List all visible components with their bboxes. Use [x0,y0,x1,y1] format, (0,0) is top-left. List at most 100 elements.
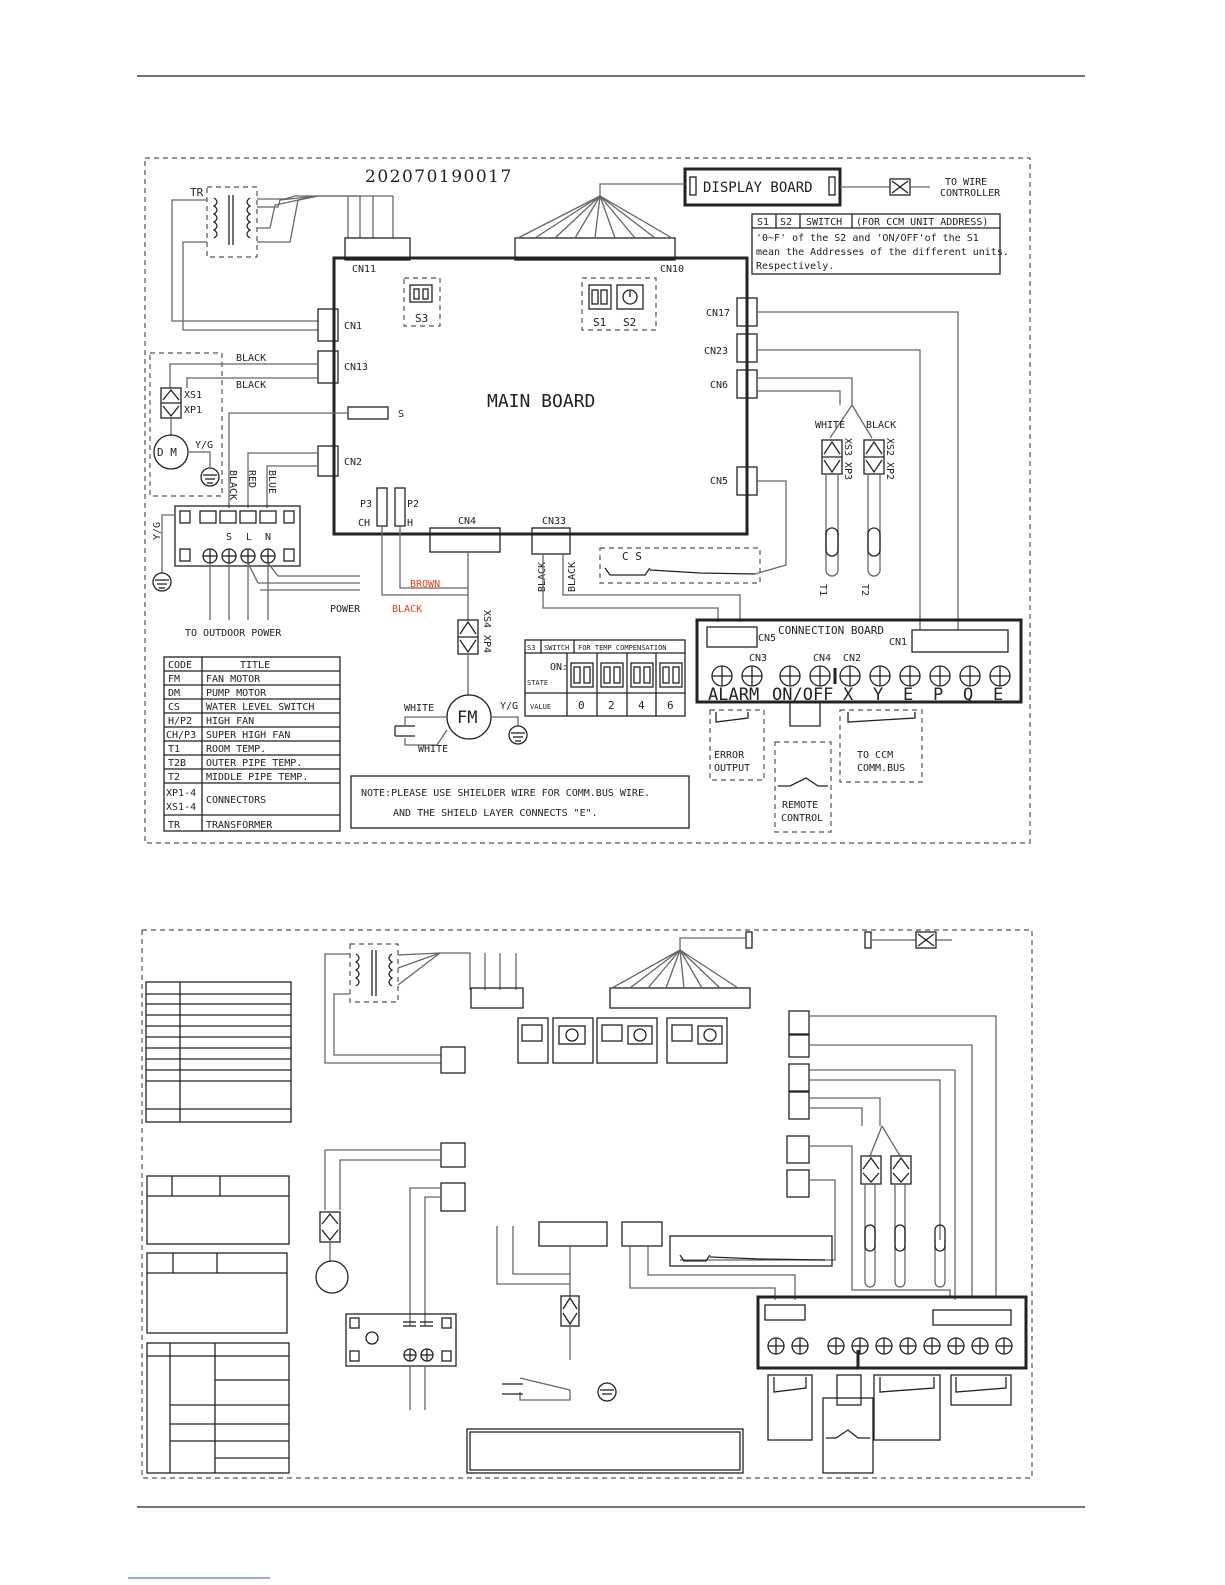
wire-brown: BROWN [410,579,440,590]
outdoor-power-wires [209,562,360,620]
lower-transformer [349,943,399,1003]
note-line-2: AND THE SHIELD LAYER CONNECTS "E". [393,808,598,819]
lower-motor-connector [319,1211,341,1243]
cn2-connector [317,445,339,477]
legend-code-t1: T1 [168,744,180,755]
tr-label: TR [190,186,204,199]
cn10-label: CN10 [660,264,684,275]
to-wire-controller-2: CONTROLLER [940,188,1001,199]
xs3-label: XS3 [842,438,853,456]
legend-code-chp3: CH/P3 [166,730,196,741]
lower-power-terminal-block [345,1313,457,1367]
legend-code-dm: DM [168,688,180,699]
lower-connector-xs-icon [915,931,937,949]
lower-note-box [466,1428,744,1474]
cb-cn4-label: CN4 [813,653,831,664]
cb-terminal-y: Y [873,685,883,705]
display-board: DISPLAY BOARD [683,167,842,207]
legend-title-chp3: SUPER HIGH FAN [206,730,290,741]
switch-table-switch: SWITCH [806,217,842,228]
t2-label: T2 [859,584,870,596]
lower-diagram-border [141,929,1033,1479]
cb-terminal-alarm: ALARM [708,685,759,705]
lower-cn10-connector [609,987,751,1009]
xp1-label: XP1 [184,405,202,416]
note-line-1: NOTE:PLEASE USE SHIELDER WIRE FOR COMM.B… [361,788,650,799]
legend-code-xp: XP1-4 [166,788,196,799]
cn5-label: CN5 [710,476,728,487]
xp3-label: XP3 [842,462,853,480]
lower-sensor-connector-2 [890,1155,912,1185]
water-level-switch-group [599,547,761,584]
cs-label: C S [622,550,642,563]
legend-table [163,656,341,832]
s1-label: S1 [593,316,606,329]
to-ccm-1: TO CCM [857,750,893,761]
lower-cn6b-connector [788,1091,810,1120]
terminal-l: L [246,532,252,543]
switch-table-line-3: Respectively. [756,261,834,272]
doc-code: 202070190017 [365,167,513,187]
lower-switch-group [517,1017,728,1064]
legend-code-hp2: H/P2 [168,716,192,727]
s-label: S [398,409,404,420]
fm-label: FM [457,708,477,728]
lower-display-connector [745,931,753,949]
terminal-n: N [265,532,271,543]
lower-water-level-switch [669,1235,833,1267]
switch-table-line-1: '0~F' of the S2 and 'ON/OFF'of the S1 [756,233,979,244]
ch-label: CH [358,518,370,529]
remote-control-group [774,741,832,833]
connector-xs-icon [889,178,911,196]
wire-white-2: WHITE [418,744,448,755]
xs4-label: XS4 [481,610,492,628]
legend-title-t2: MIDDLE PIPE TEMP. [206,772,308,783]
cb-cn1-label: CN1 [889,637,907,648]
cb-cn1-connector [911,629,1009,653]
temp-compensation-table: S3 SWITCH FOR TEMP COMPENSATION ON: STAT… [524,639,686,717]
connection-board-label: CONNECTION BOARD [778,624,884,637]
t1-thermistor [825,527,839,557]
temp-comp-on: ON: [550,662,568,673]
h-label: H [407,518,413,529]
lower-pump-motor [315,1260,349,1294]
cn33-wire-black-2: BLACK [567,562,578,592]
legend-title-t2b: OUTER PIPE TEMP. [206,758,302,769]
temp-comp-purpose: FOR TEMP COMPENSATION [578,644,667,652]
xp4-label: XP4 [481,635,492,653]
lower-output-boxes [767,1374,1012,1474]
cn23-label: CN23 [704,346,728,357]
note-box [350,775,690,829]
p3-connector [376,487,388,527]
legend-title-hp2: HIGH FAN [206,716,254,727]
temp-comp-switch: SWITCH [544,644,569,652]
legend-title-t1: ROOM TEMP. [206,744,266,755]
cb-terminal-e2: E [993,685,1003,705]
main-board [332,256,749,536]
s2-label: S2 [623,316,636,329]
yg-label-dm: Y/G [195,440,213,451]
cn13-connector [317,350,339,384]
remote-control-1: REMOTE [782,800,818,811]
connection-board-terminals [711,665,1011,687]
lower-cn13-connector [440,1142,466,1168]
cn6-label: CN6 [710,380,728,391]
lower-cn5b-connector [786,1169,810,1198]
cn2-label: CN2 [344,457,362,468]
wire-black-sensor: BLACK [866,420,896,431]
lower-cn17-connector [788,1010,810,1035]
s3-label: S3 [415,312,428,325]
cn10-ribbon-wires [517,183,685,239]
switch-address-table: S1 S2 SWITCH (FOR CCM UNIT ADDRESS) '0~F… [751,213,1009,275]
to-wire-controller-1: TO WIRE [945,177,987,188]
xs4-xp4-connector-icon [457,619,479,655]
lower-legend-table [145,981,292,1123]
error-output-2: OUTPUT [714,763,750,774]
lower-cn4-connector [538,1221,608,1247]
lower-cn5-connector [786,1135,810,1164]
cn13-label: CN13 [344,362,368,373]
cn1-label: CN1 [344,321,362,332]
wire-tr-cn1 [171,199,318,322]
cb-cn2-label: CN2 [843,653,861,664]
p2-connector [394,487,406,527]
